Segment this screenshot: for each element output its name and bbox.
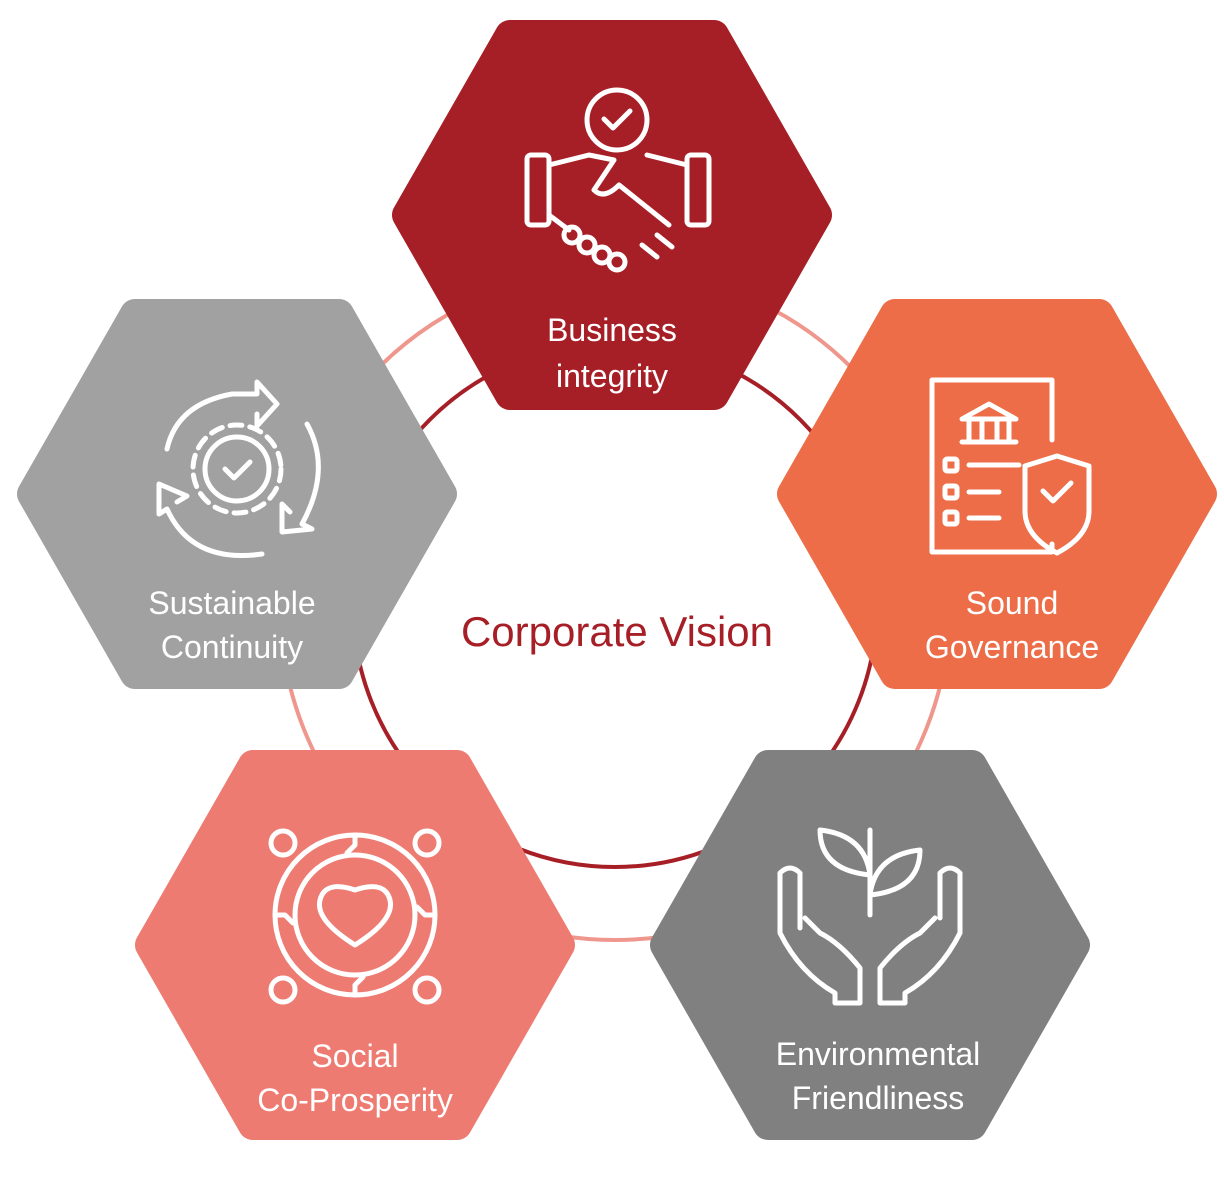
pillar-social-co-prosperity: Social Co-Prosperity <box>135 750 575 1140</box>
document-shield-icon <box>929 377 1092 556</box>
community-heart-icon <box>268 828 442 1005</box>
pillar-label-line1: Business <box>547 312 677 348</box>
pillar-sustainable-continuity: Sustainable Continuity <box>17 299 457 689</box>
pillar-label-line1: Social <box>311 1038 398 1074</box>
pillar-label-line2: Co-Prosperity <box>257 1082 453 1118</box>
center-title: Corporate Vision <box>461 608 773 655</box>
pillar-label-line2: Continuity <box>161 629 303 665</box>
pillar-label-line2: Governance <box>925 629 1099 665</box>
pillar-label-line2: integrity <box>556 358 668 394</box>
hands-plant-icon <box>777 827 963 1006</box>
gear-cycle-icon <box>156 379 321 559</box>
handshake-check-icon <box>524 87 712 273</box>
pillar-sound-governance: Sound Governance <box>777 299 1217 689</box>
pillar-label-line1: Sound <box>966 585 1059 621</box>
pillar-environmental-friendliness: Environmental Friendliness <box>650 750 1090 1140</box>
pillar-business-integrity: Business integrity <box>392 20 832 410</box>
pillar-label-line1: Sustainable <box>148 585 315 621</box>
pillar-label-line2: Friendliness <box>792 1080 965 1116</box>
pillar-label-line1: Environmental <box>776 1036 981 1072</box>
